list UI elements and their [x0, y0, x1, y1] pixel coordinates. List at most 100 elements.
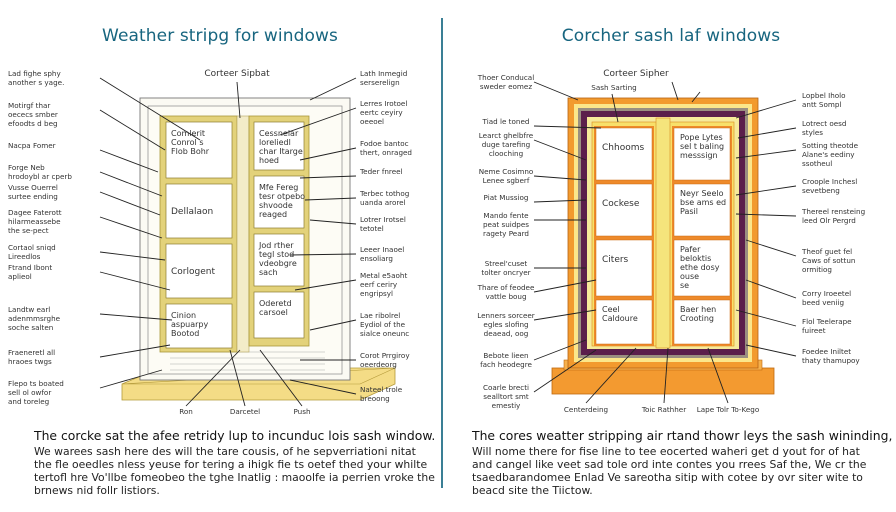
glass-pane [253, 233, 305, 287]
glass-pane [595, 127, 653, 181]
leader-line [533, 309, 597, 321]
window-sill [551, 367, 775, 395]
left-description-line: brnews nid follr listiors. [34, 484, 160, 497]
leader-line [707, 347, 729, 404]
leader-line [229, 349, 246, 407]
leader-line [585, 347, 637, 404]
right-description-lead: The cores weatter stripping air rtand th… [472, 428, 893, 443]
glass-pane [165, 303, 233, 349]
bottom-label: Ron [179, 407, 193, 416]
leader-line [533, 279, 597, 293]
right-panel: Corcher sash laf windows Chhooms Pope Lyt… [446, 0, 896, 512]
leader-line [309, 219, 357, 225]
left-title: Weather stripg for windows [102, 26, 338, 46]
leader-line [745, 279, 797, 299]
leader-line [533, 175, 587, 181]
glass-pane [673, 183, 731, 237]
sub-label: Sash Sarting [591, 83, 636, 92]
leader-line [279, 107, 357, 136]
leader-line [745, 344, 797, 357]
leader-line [99, 369, 163, 389]
leader-line [236, 81, 241, 119]
leader-line [99, 191, 161, 216]
left-description-line: We warees sash here des will the tare co… [34, 445, 416, 458]
bottom-label: Darcetel [230, 407, 260, 416]
callout-label-left: Tiad le toned [482, 117, 530, 126]
leader-line [533, 199, 587, 203]
leader-line [99, 77, 201, 141]
leader-line [533, 339, 587, 361]
glass-pane [673, 127, 731, 181]
leader-line [99, 251, 166, 261]
callout-label-right: Teder fnreel [359, 167, 403, 176]
bottom-label: Centerdeing [564, 405, 608, 414]
glass-pane [165, 243, 233, 299]
center-mullion [655, 117, 671, 349]
leader-line [259, 349, 303, 407]
glass-pane [253, 175, 305, 229]
leader-line [99, 171, 163, 197]
leader-line [99, 313, 173, 321]
right-title: Corcher sash laf windows [561, 26, 781, 46]
right-description-line: and cangel like veet sad tole ord inte c… [472, 458, 867, 471]
leader-line [671, 81, 679, 101]
leader-line [533, 139, 587, 161]
pane-label: Dellalaon [171, 207, 213, 217]
right-description: The cores weatter stripping air rtand th… [472, 428, 892, 497]
glass-pane [253, 121, 305, 171]
leader-line [289, 253, 357, 256]
leader-line [99, 271, 171, 291]
left-description-lead: The corcke sat the afee retridy lup to i… [34, 428, 436, 443]
pane-label: Cockese [602, 199, 640, 209]
leader-line [735, 309, 797, 327]
top-label: Corteer Sipher [603, 69, 669, 79]
leader-line [735, 213, 797, 217]
bottom-label: Push [293, 407, 310, 416]
leader-line [533, 81, 579, 101]
callout-label-left: Piat Mussiog [484, 193, 529, 202]
leader-line [663, 347, 669, 404]
leader-line [735, 185, 797, 196]
glass-pane [673, 299, 731, 345]
right-description-line: tsaedbarandomee Enlad Ve sareotha sitip … [472, 471, 863, 484]
leader-line [735, 149, 797, 159]
leader-line [737, 127, 797, 139]
glass-pane [595, 183, 653, 237]
leader-line [299, 175, 357, 179]
leader-line [691, 91, 701, 103]
pane-label: Chhooms [602, 143, 644, 153]
